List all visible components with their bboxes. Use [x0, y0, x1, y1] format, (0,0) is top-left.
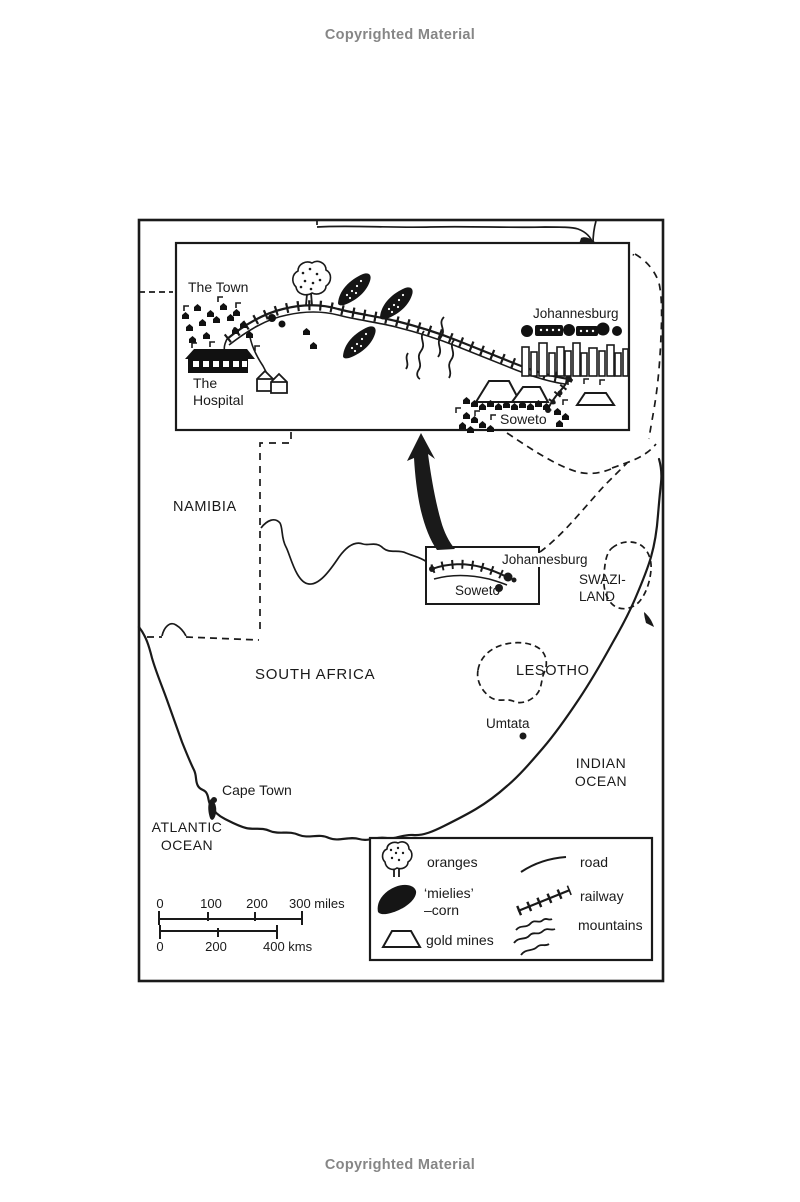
map-frame [137, 218, 665, 983]
zimbabwe-border [506, 432, 612, 475]
railway-line [431, 563, 508, 578]
soweto-area [455, 380, 616, 433]
legend-road-label: road [580, 854, 609, 870]
locator-soweto-label: Soweto [455, 583, 501, 598]
mielies-corn-icons [338, 273, 413, 359]
south-africa-label: SOUTH AFRICA [255, 666, 376, 683]
scale-kms-0: 0 [156, 939, 164, 954]
soweto-dot [495, 584, 503, 592]
inset-hospital-label-2: Hospital [193, 392, 244, 408]
locator-johannesburg-label: Johannesburg [500, 552, 590, 567]
scale-miles-300: 300 miles [289, 896, 345, 911]
scale-bar [158, 911, 303, 939]
namibia-label: NAMIBIA [173, 499, 237, 515]
railway-icon [516, 885, 572, 916]
gold-mine-icon [575, 392, 616, 406]
cape-town-dot [211, 797, 217, 803]
legend-box [368, 836, 654, 962]
lesotho-border [476, 641, 548, 704]
legend-mountains-label: mountains [578, 917, 643, 933]
orange-tree-icon [292, 260, 332, 306]
scale-kms-200: 200 [205, 939, 227, 954]
namibia-south-border [147, 636, 260, 641]
railway-line [226, 304, 570, 381]
road-icon [520, 856, 567, 873]
road-line [433, 574, 508, 586]
hospital-building [185, 349, 255, 373]
atlantic-ocean-label-1: ATLANTIC [151, 819, 223, 835]
indian-ocean-label-2: OCEAN [574, 773, 628, 789]
orange-tree-icon [381, 841, 413, 877]
umtata-label: Umtata [486, 716, 530, 731]
namibia-east-border [259, 432, 292, 630]
east-border-dashes [634, 253, 663, 440]
coast-tick [644, 612, 654, 627]
inset-town-label: The Town [188, 279, 249, 295]
legend-mielies-label-1: ‘mielies’ [424, 885, 474, 901]
corner-border [611, 443, 657, 469]
town-buildings [182, 296, 317, 352]
road-line [228, 311, 566, 385]
inset-johannesburg-label: Johannesburg [533, 306, 619, 321]
scale-kms-400: 400 kms [263, 939, 313, 954]
legend-gold-mines-label: gold mines [426, 932, 494, 948]
northeast-border [539, 462, 628, 553]
atlantic-ocean-label-2: OCEAN [160, 837, 214, 853]
village-houses [256, 369, 288, 394]
inset-hospital-label-1: The [193, 375, 218, 391]
scale-miles-100: 100 [200, 896, 222, 911]
cape-town-label: Cape Town [222, 782, 292, 798]
legend-railway-label: railway [580, 888, 624, 904]
mountains-icon [405, 316, 455, 380]
swaziland-label-2: LAND [579, 589, 616, 604]
indian-ocean-label-1: INDIAN [575, 755, 627, 771]
inset-box [174, 241, 631, 433]
johannesburg-skyline [521, 322, 629, 386]
inset-soweto-label: Soweto [500, 411, 547, 427]
umtata-dot [519, 732, 527, 740]
country-borders [147, 432, 657, 704]
zoom-arrow [407, 433, 455, 550]
copyright-bottom: Copyrighted Material [324, 1157, 476, 1173]
johannesburg-dot [503, 572, 513, 582]
gold-mine-icon [381, 930, 422, 948]
legend-oranges-label: oranges [427, 854, 478, 870]
botswana-border [260, 518, 428, 585]
lesotho-label: LESOTHO [516, 663, 590, 679]
border-bump [161, 622, 187, 637]
scale-miles-200: 200 [246, 896, 268, 911]
mountains-icon [513, 917, 556, 956]
cape-peninsula [208, 799, 217, 820]
copyright-top: Copyrighted Material [324, 27, 476, 43]
legend-mielies-label-2: –corn [424, 902, 460, 918]
swaziland-label-1: SWAZI- [579, 572, 626, 587]
swaziland-border [602, 541, 652, 610]
mielies-corn-icon [377, 884, 417, 915]
scale-miles-0: 0 [156, 896, 164, 911]
coastline [137, 457, 663, 841]
